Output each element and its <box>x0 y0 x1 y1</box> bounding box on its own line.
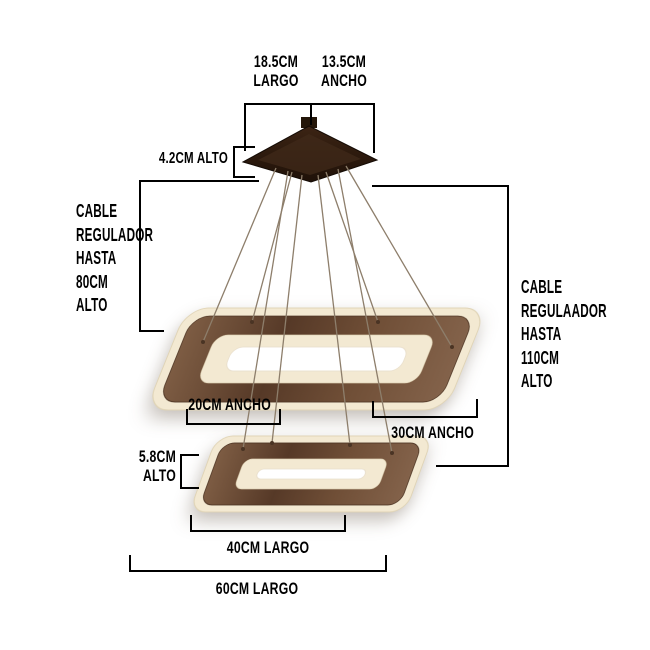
ceiling-canopy <box>241 117 379 183</box>
dim-label-40cm-largo: 40CM LARGO <box>226 538 310 557</box>
left-cable-line-4: 80CM <box>76 271 108 292</box>
right-cable-line-2: REGULAADOR <box>521 300 607 321</box>
dim-line-40cm <box>190 515 346 532</box>
left-cable-line-3: HASTA <box>76 248 117 268</box>
dim-label-canopy-alto: 4.2CM ALTO <box>158 150 228 167</box>
dim-line-top-width <box>244 103 375 153</box>
dim-label-60cm-largo: 60CM LARGO <box>215 579 299 598</box>
dim-line-30cm <box>372 399 478 418</box>
upper-light-ring <box>152 307 481 411</box>
dim-label-left-cable: CABLE REGULADOR HASTA 80CM ALTO <box>76 200 153 318</box>
dim-label-30cm-ancho: 30CM ANCHO <box>391 423 474 442</box>
dim-label-top-ancho: 13.5CM ANCHO <box>319 52 369 90</box>
dim-line-canopy-height <box>233 146 255 178</box>
upper-ring-hole <box>226 346 407 372</box>
left-cable-line-5: ALTO <box>76 295 108 315</box>
lower-light-ring <box>193 435 429 513</box>
lower-ring-hole <box>256 468 366 480</box>
right-cable-line-5: ALTO <box>521 371 553 391</box>
right-cable-line-1: CABLE <box>521 277 563 297</box>
dim-label-top-largo: 18.5CM LARGO <box>251 52 301 90</box>
right-cable-line-4: 110CM <box>521 347 560 368</box>
left-cable-line-2: REGULADOR <box>76 224 154 245</box>
dim-line-right-cable <box>372 185 509 467</box>
right-cable-line-3: HASTA <box>521 324 562 344</box>
dim-label-right-cable: CABLE REGULAADOR HASTA 110CM ALTO <box>521 276 607 394</box>
dim-line-60cm <box>129 555 387 572</box>
dim-label-top-ancho-value: 13.5CM <box>321 52 367 71</box>
dim-label-top-largo-value: 18.5CM <box>253 52 299 71</box>
lower-alto-value: 5.8CM <box>138 447 176 466</box>
dim-line-left-cable <box>139 180 259 332</box>
lower-alto-unit: ALTO <box>142 466 176 485</box>
dim-line-20cm <box>186 409 281 425</box>
dimension-lines <box>129 103 509 572</box>
dim-line-lower-height <box>180 454 199 489</box>
left-cable-line-1: CABLE <box>76 201 118 221</box>
dim-label-top-largo-unit: LARGO <box>253 71 299 90</box>
dim-label-lower-alto: 5.8CM ALTO <box>131 447 176 485</box>
canopy-face <box>258 134 361 175</box>
dim-label-top-ancho-unit: ANCHO <box>321 71 367 90</box>
cable-anchors <box>201 320 454 455</box>
dim-label-20cm-ancho: 20CM ANCHO <box>188 395 271 414</box>
canopy-stem <box>301 117 317 128</box>
suspension-cables <box>202 165 453 454</box>
